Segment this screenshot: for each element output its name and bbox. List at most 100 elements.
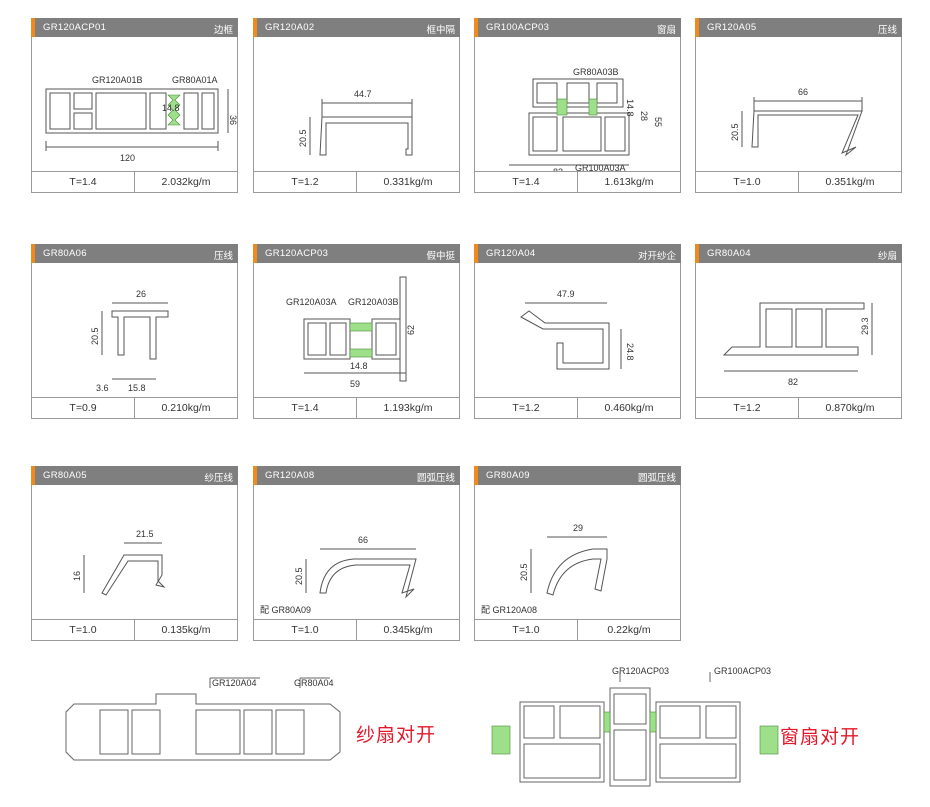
dim2: 20.5: [730, 123, 740, 141]
profile-drawing: GR120A03A GR120A03B 62 14.8 59: [286, 276, 416, 389]
card-name: 压线: [877, 25, 897, 36]
weight: 0.351kg/m: [825, 176, 875, 188]
card-name: 对开纱企: [637, 251, 676, 262]
profile-drawing: 66 20.5: [730, 87, 863, 157]
thickness: T=1.4: [254, 398, 357, 418]
dim1: 62: [406, 325, 416, 335]
thickness: T=1.0: [696, 172, 799, 192]
dim3: 55: [653, 117, 663, 127]
dim2: 20.5: [519, 563, 529, 581]
profile-card-gr80a05: GR80A05 纱压线 21.5 16 T=1.0 0.135kg/m: [31, 466, 238, 641]
dim1: 44.7: [354, 89, 372, 99]
dim1: 21.5: [136, 529, 154, 539]
screen-sash-pair-drawing: GR120A04 GR80A04: [65, 677, 341, 761]
weight: 0.460kg/m: [604, 402, 654, 414]
dim2: 28: [639, 111, 649, 121]
profile-drawing: 29 20.5 配 GR120A08: [481, 523, 608, 615]
card-code: GR80A04: [707, 248, 751, 259]
profile-drawing: 21.5 16: [72, 529, 166, 596]
card-name: 纱扇: [877, 251, 897, 262]
card-code: GR120A04: [486, 248, 536, 259]
dim2: 20.5: [294, 567, 304, 585]
thickness: T=1.2: [475, 398, 578, 418]
label-1: GR120A04: [212, 678, 257, 688]
thickness: T=0.9: [32, 398, 135, 418]
card-name: 边框: [213, 25, 233, 36]
note: 配 GR120A08: [481, 605, 537, 615]
profile-card-gr100acp03: GR100ACP03 窗扇 GR80A03B GR100A03A 14.8 28 …: [474, 18, 681, 193]
thickness: T=1.0: [254, 620, 357, 640]
card-code: GR100ACP03: [486, 22, 550, 33]
card-header: GR120A02 框中隔: [253, 18, 460, 37]
dim2: 14.8: [350, 361, 368, 371]
profile-drawing: GR120A01B GR80A01A 14.8 36 120: [45, 75, 237, 163]
dim1: 26: [136, 289, 146, 299]
thickness: T=1.0: [32, 620, 135, 640]
card-code: GR120ACP01: [43, 22, 107, 33]
weight: 0.345kg/m: [383, 624, 433, 636]
label-a: GR80A03B: [573, 67, 619, 77]
note: 配 GR80A09: [260, 605, 311, 615]
label-b: GR80A01A: [172, 75, 218, 85]
card-code: GR120A02: [265, 22, 315, 33]
card-code: GR80A06: [43, 248, 87, 259]
card-footer: T=1.4 1.193kg/m: [254, 397, 459, 418]
label-1: GR120ACP03: [612, 666, 669, 676]
label-2: GR80A04: [294, 678, 334, 688]
profile-drawing: 82 29.3: [722, 302, 873, 387]
dim2: 36: [228, 115, 237, 125]
profile-card-gr120a04: GR120A04 对开纱企 47.9 24.8 T=1.2 0.460kg/m: [474, 244, 681, 419]
card-header: GR120A08 圆弧压线: [253, 466, 460, 485]
card-footer: T=1.0 0.351kg/m: [696, 171, 901, 192]
profile-drawing: 47.9 24.8: [520, 289, 635, 370]
card-header: GR80A04 纱扇: [695, 244, 902, 263]
dim1: 29: [573, 523, 583, 533]
weight: 0.135kg/m: [161, 624, 211, 636]
thickness: T=1.2: [696, 398, 799, 418]
window-sash-pair-drawing: GR120ACP03 GR100ACP03: [491, 666, 779, 787]
card-code: GR80A05: [43, 470, 87, 481]
card-header: GR80A05 纱压线: [31, 466, 238, 485]
dim2: 82: [788, 377, 798, 387]
dim1: 47.9: [557, 289, 575, 299]
weight: 2.032kg/m: [161, 176, 211, 188]
profile-card-gr120a08: GR120A08 圆弧压线 66 20.5 配 GR80A09 T=1.0 0.34…: [253, 466, 460, 641]
screen-sash-pair-title: 纱扇对开: [356, 725, 437, 746]
dim2: 16: [72, 571, 82, 581]
card-name: 框中隔: [426, 25, 455, 36]
dim4: 15.8: [128, 383, 146, 393]
dim2: 24.8: [625, 343, 635, 361]
card-name: 假中挺: [426, 251, 455, 262]
dim2: 20.5: [298, 129, 308, 147]
card-code: GR120A08: [265, 470, 315, 481]
card-code: GR120A05: [707, 22, 757, 33]
thickness: T=1.2: [254, 172, 357, 192]
profile-drawing: 26 20.5 3.6 15.8: [90, 289, 169, 393]
dim2: 20.5: [90, 327, 100, 345]
label-a: GR120A01B: [92, 75, 143, 85]
card-name: 圆弧压线: [416, 473, 455, 484]
card-footer: T=1.0 0.135kg/m: [32, 619, 237, 640]
card-name: 窗扇: [656, 25, 676, 36]
card-header: GR120A05 压线: [695, 18, 902, 37]
profile-drawing: 66 20.5 配 GR80A09: [260, 535, 417, 615]
dim3: 59: [350, 379, 360, 389]
dim1: 66: [798, 87, 808, 97]
card-name: 纱压线: [204, 473, 233, 484]
profile-card-gr120acp01: GR120ACP01 边框 GR120A01B GR80A01A 14.8 36 …: [31, 18, 238, 193]
card-footer: T=1.0 0.345kg/m: [254, 619, 459, 640]
profile-drawing: GR80A03B GR100A03A 14.8 28 55 82: [509, 67, 663, 172]
profile-card-gr120a05: GR120A05 压线 66 20.5 T=1.0 0.351kg/m: [695, 18, 902, 193]
dim1: 14.8: [625, 99, 635, 117]
weight: 1.193kg/m: [383, 402, 433, 414]
